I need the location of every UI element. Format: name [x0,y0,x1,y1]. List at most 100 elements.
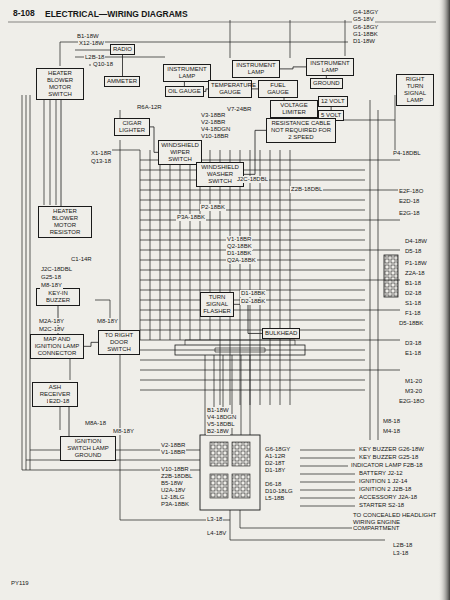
wire [230,150,231,405]
component-box: KEY-IN BUZZER [36,288,80,306]
wire-code: V10-18BR [160,466,190,473]
wire-code: X12-18W [78,40,105,47]
wire-code: B2-18W [206,428,230,435]
wire-code: L3-18 [392,550,409,557]
component-box: TEMPERATURE GAUGE [208,80,252,98]
wire-code: L3-18 [206,516,223,523]
wire-code: P4-18DBL [392,150,422,157]
component-name: INSTRUMENT LAMP [166,66,208,80]
wire-code: Q2-18BK [226,243,253,250]
component-box: RADIO [110,44,135,55]
wire-code: B1-18W [76,33,100,40]
component-box: AMMETER [104,76,140,87]
wire-code: V2-18BR [160,442,186,449]
component-box: IGNITION SWITCH LAMP GROUND [60,436,116,461]
wire-code: E2D-18 [398,198,420,205]
wire [140,360,365,361]
component-name: WINDSHIELD WASHER SWITCH [199,164,241,185]
wire-code: V4-18DGN [206,414,237,421]
wire-code: D4-18W [404,238,428,245]
wire-code: E2G-18O [398,398,425,405]
wire [140,170,365,171]
wire [140,240,365,241]
wire [140,200,365,201]
wire-connector [244,130,266,174]
wire-code: M8-18Y [40,282,63,289]
page-number: 8-108 [12,9,36,18]
wire-code: D5-18 [404,248,422,255]
page-title: ELECTRICAL—WIRING DIAGRAMS [44,9,189,19]
wire-code: KEY BUZZER G26-18W [358,446,425,453]
component-box: WINDSHIELD WIPER SWITCH [158,140,202,165]
wire [240,150,241,405]
component-box: GROUND [310,78,343,89]
wire-code: V4-18DGN [200,126,231,133]
wire [280,150,281,405]
wire-code: E2G-18 [398,210,421,217]
wire-connector [122,55,123,76]
wire-code: G25-18 [40,274,62,281]
wire-code: M1-20 [404,378,423,385]
wire [140,320,365,321]
wire-connector [84,342,98,346]
component-box: OIL GAUGE [165,86,204,97]
component-box: BULKHEAD [262,328,300,339]
wire [140,330,365,331]
wire-code: KEY BUZZER G25-18 [358,454,419,461]
wire [140,210,365,211]
wire [140,270,365,271]
wire-code: Q13-18 [90,158,112,165]
wire-code: V1-18BR [226,236,252,243]
wire [170,150,171,340]
wire-code: U2A-18V [160,487,186,494]
wire-code: D1-18BK [240,290,266,297]
component-box: TO RIGHT DOOR SWITCH [98,330,140,355]
wire-code: Q2A-18BK [226,257,257,264]
wire-code: G6-18GY [264,446,291,453]
component-box: RIGHT TURN SIGNAL LAMP [396,74,434,106]
wire-code: M4-18 [382,428,401,435]
wire-code: C1-14R [70,256,93,263]
wire-code: L4-18V [206,530,227,537]
component-name: RESISTANCE CABLE NOT REQUIRED FOR 2 SPEE… [269,120,333,141]
component-name: INSTRUMENT LAMP [309,60,351,74]
wire-code: R6A-12R [136,104,163,111]
wire-code: V2-18BR [200,119,226,126]
wire-code: E2D-18 [48,398,70,405]
wire-code: V10-18BR [200,133,230,140]
component-box: CIGAR LIGHTER [114,118,150,136]
component-name: FUEL GAUGE [261,82,295,96]
wire-code: M3-20 [404,388,423,395]
wire-code: D1-18Y [264,467,286,474]
component-name: TO RIGHT DOOR SWITCH [101,332,137,353]
wire-code: V1-18BR [160,449,186,456]
wire [140,390,365,391]
wire-code: IGNITION 2 J2B-18 [358,486,412,493]
wire-code: X1-18R [90,150,112,157]
component-box: RESISTANCE CABLE NOT REQUIRED FOR 2 SPEE… [266,118,336,143]
component-box: HEATER BLOWER MOTOR SWITCH [36,68,84,100]
wire-code: M2A-18Y [38,318,65,325]
component-name: HEATER BLOWER MOTOR RESISTOR [41,208,89,236]
wire-code: M8-18Y [112,428,135,435]
component-name: 12 VOLT [321,98,345,105]
wire [160,150,161,340]
wire-code: P3A-18BK [160,501,190,508]
wire-code: Z2A-18 [404,270,426,277]
component-name: VOLTAGE LIMITER [273,102,315,116]
wire-code: D10-18LG [264,488,294,495]
component-name: BULKHEAD [265,330,297,337]
wire [140,380,365,381]
component-name: KEY-IN BUZZER [39,290,77,304]
wire-code: G5-18V [352,16,375,23]
wire-code: G4-18GY [352,9,379,16]
wire-connector [234,304,262,333]
wire-code: L2B-18 [392,542,413,549]
component-box: TURN SIGNAL FLASHER [200,292,234,317]
wire [241,355,242,435]
component-box: HEATER BLOWER MOTOR RESISTOR [38,206,92,238]
component-name: AMMETER [107,78,137,85]
wire-code: E1-18 [404,350,422,357]
wire-code: D2-18BK [240,298,266,305]
wire-code: V3-18BR [200,112,226,119]
